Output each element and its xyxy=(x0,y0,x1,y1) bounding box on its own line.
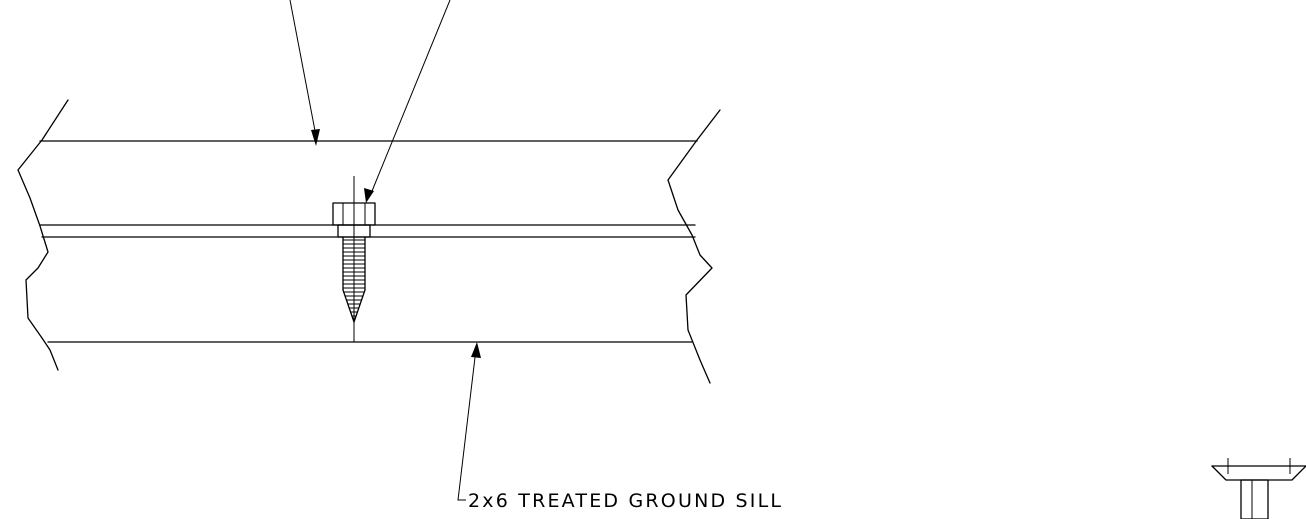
adjacent-detail-fragment xyxy=(1211,458,1306,519)
upper-timber xyxy=(39,140,698,226)
lag-screw xyxy=(332,202,376,323)
ground-sill-label: 2x6 TREATED GROUND SILL xyxy=(468,490,783,512)
leader-lag-screw xyxy=(364,0,451,203)
leader-ground-sill xyxy=(457,342,481,501)
left-break-line xyxy=(17,99,69,371)
right-break-line xyxy=(667,109,721,384)
leader-upper-timber xyxy=(289,0,320,146)
